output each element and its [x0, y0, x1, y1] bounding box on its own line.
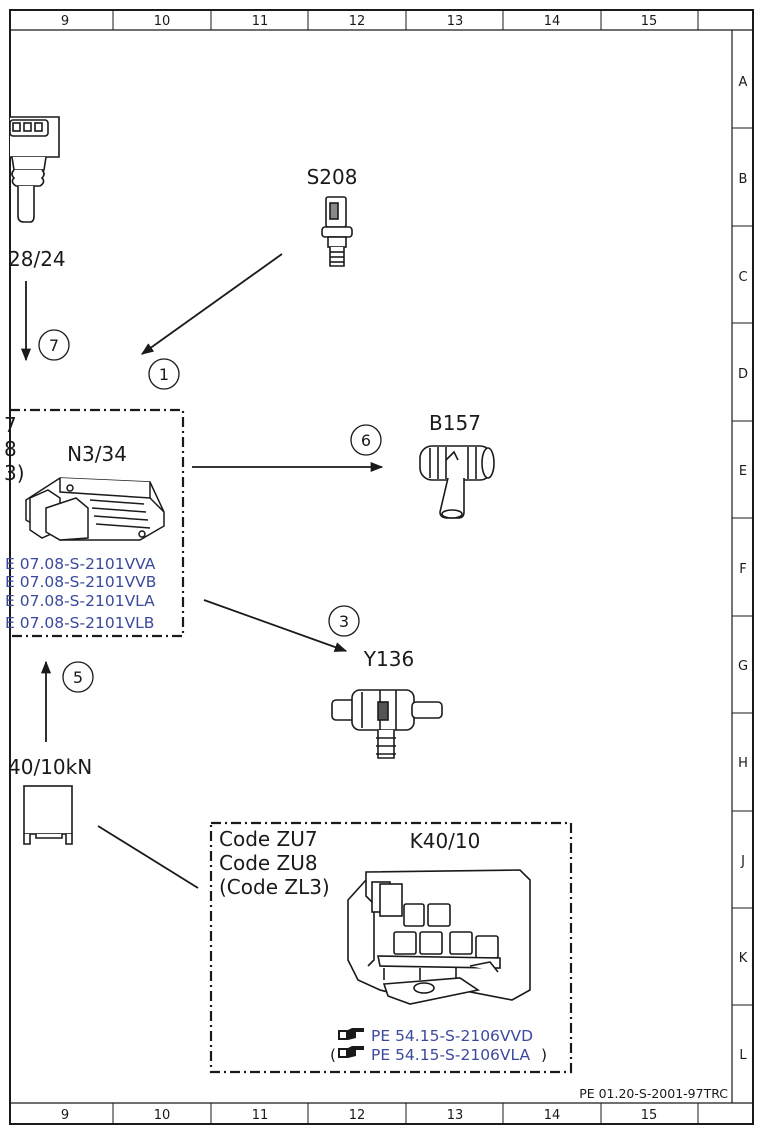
col-label: 13	[447, 14, 464, 29]
k40-references: PE 54.15-S-2106VVD ( PE 54.15-S-2106VLA …	[330, 1027, 547, 1064]
s208-sensor-drawing	[321, 196, 353, 267]
column-labels-bottom: 9 10 11 12 13 14 15	[61, 1108, 657, 1123]
b157-sensor-drawing	[419, 445, 495, 519]
row-label: L	[739, 1048, 747, 1063]
n3-34-code-3: 3)	[4, 461, 25, 485]
callout-6: 7	[49, 336, 59, 355]
col-label: 10	[154, 14, 171, 29]
row-label: D	[738, 367, 748, 382]
pointing-hand-icon	[338, 1046, 364, 1058]
ref-k40-2[interactable]: PE 54.15-S-2106VLA	[371, 1046, 531, 1064]
callout-circle	[62, 661, 94, 693]
label-y136: Y136	[363, 647, 414, 671]
n3-34-box	[10, 408, 185, 638]
drawing-frame	[9, 9, 754, 1125]
n3-34-code-2: 8	[4, 437, 17, 461]
document-number: PE 01.20-S-2001-97TRC	[579, 1086, 728, 1101]
row-labels: A B C D E F G H J K L	[738, 75, 748, 1063]
col-label: 12	[349, 14, 366, 29]
row-label: H	[738, 756, 748, 771]
callout-circle	[350, 424, 382, 456]
row-label: G	[738, 659, 748, 674]
arrow-3	[203, 599, 348, 652]
arrow-1	[140, 253, 283, 355]
label-k40-10kn: 40/10kN	[8, 755, 92, 779]
k40-10-box	[209, 821, 573, 1074]
callout-circle	[38, 329, 70, 361]
col-label: 15	[641, 14, 658, 29]
connector-line	[97, 825, 199, 889]
k40-code-1: Code ZU7	[219, 827, 318, 851]
col-label: 11	[252, 1108, 269, 1123]
col-label: 13	[447, 1108, 464, 1123]
ref-n3-3[interactable]: E 07.08-S-2101VLA	[5, 592, 155, 610]
row-label: K	[739, 951, 748, 966]
label-b157: B157	[429, 411, 481, 435]
ref-n3-2[interactable]: E 07.08-S-2101VVB	[5, 573, 156, 591]
row-label: C	[738, 270, 747, 285]
col-label: 9	[61, 1108, 69, 1123]
callout-circle	[328, 605, 360, 637]
column-labels-top: 9 10 11 12 13 14 15	[61, 14, 657, 29]
row-label: F	[739, 562, 746, 577]
label-k40-10: K40/10	[410, 829, 481, 853]
label-n3-34: N3/34	[67, 442, 127, 466]
k40-10-fuse-box-drawing	[347, 869, 531, 1005]
k40-code-3: (Code ZL3)	[219, 875, 330, 899]
col-label: 15	[641, 1108, 658, 1123]
label-s208: S208	[307, 165, 358, 189]
pointing-hand-icon	[338, 1028, 364, 1040]
column-dividers	[112, 10, 699, 1124]
ref-n3-4[interactable]: E 07.08-S-2101VLB	[5, 614, 154, 632]
connector-28-24-drawing	[9, 116, 60, 223]
n3-34-control-unit-drawing	[25, 477, 165, 541]
callout-3: 3	[339, 612, 349, 631]
col-label: 14	[544, 14, 561, 29]
callout-circle	[148, 358, 180, 390]
ref-n3-1[interactable]: E 07.08-S-2101VVA	[5, 555, 156, 573]
row-dividers	[732, 127, 753, 1006]
callout-1: 1	[159, 365, 169, 384]
col-label: 10	[154, 1108, 171, 1123]
row-label: J	[740, 854, 745, 869]
col-label: 14	[544, 1108, 561, 1123]
k40-code-2: Code ZU8	[219, 851, 318, 875]
col-label: 11	[252, 14, 269, 29]
open-paren: (	[330, 1046, 336, 1064]
label-28-24: 28/24	[8, 247, 66, 271]
col-label: 9	[61, 14, 69, 29]
col-label: 12	[349, 1108, 366, 1123]
callout-7: 6	[361, 431, 371, 450]
ref-k40-1[interactable]: PE 54.15-S-2106VVD	[371, 1027, 533, 1045]
close-paren: )	[541, 1046, 547, 1064]
callout-5: 5	[73, 668, 83, 687]
n3-34-references: E 07.08-S-2101VVA E 07.08-S-2101VVB E 07…	[5, 555, 156, 632]
row-label: B	[739, 172, 748, 187]
row-label: E	[739, 464, 747, 479]
y136-valve-drawing	[331, 689, 443, 759]
row-label: A	[739, 75, 748, 90]
n3-34-code-1: 7	[4, 413, 17, 437]
k40-10kn-relay-drawing	[23, 785, 73, 845]
